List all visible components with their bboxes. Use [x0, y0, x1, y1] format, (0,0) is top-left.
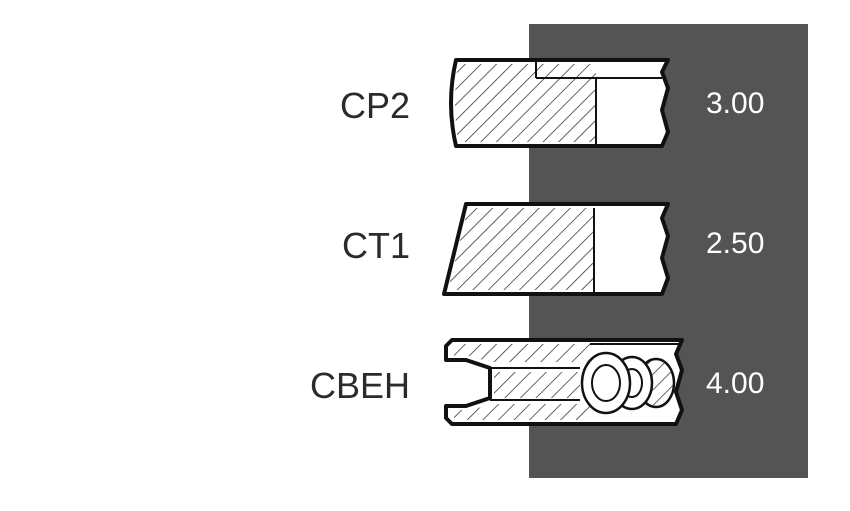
- ring-profile-cp2: [449, 58, 670, 148]
- ring-label-ct1: CT1: [341, 225, 410, 266]
- ring-value-cp2: 3.00: [706, 87, 765, 120]
- ring-profile-cbeh: [444, 338, 684, 426]
- ring-profile-ct1: [442, 202, 670, 296]
- ring-label-cbeh: CBEH: [309, 365, 410, 406]
- ring-value-ct1: 2.50: [706, 227, 765, 260]
- ring-label-cp2: CP2: [339, 85, 410, 126]
- ring-value-cbeh: 4.00: [706, 367, 765, 400]
